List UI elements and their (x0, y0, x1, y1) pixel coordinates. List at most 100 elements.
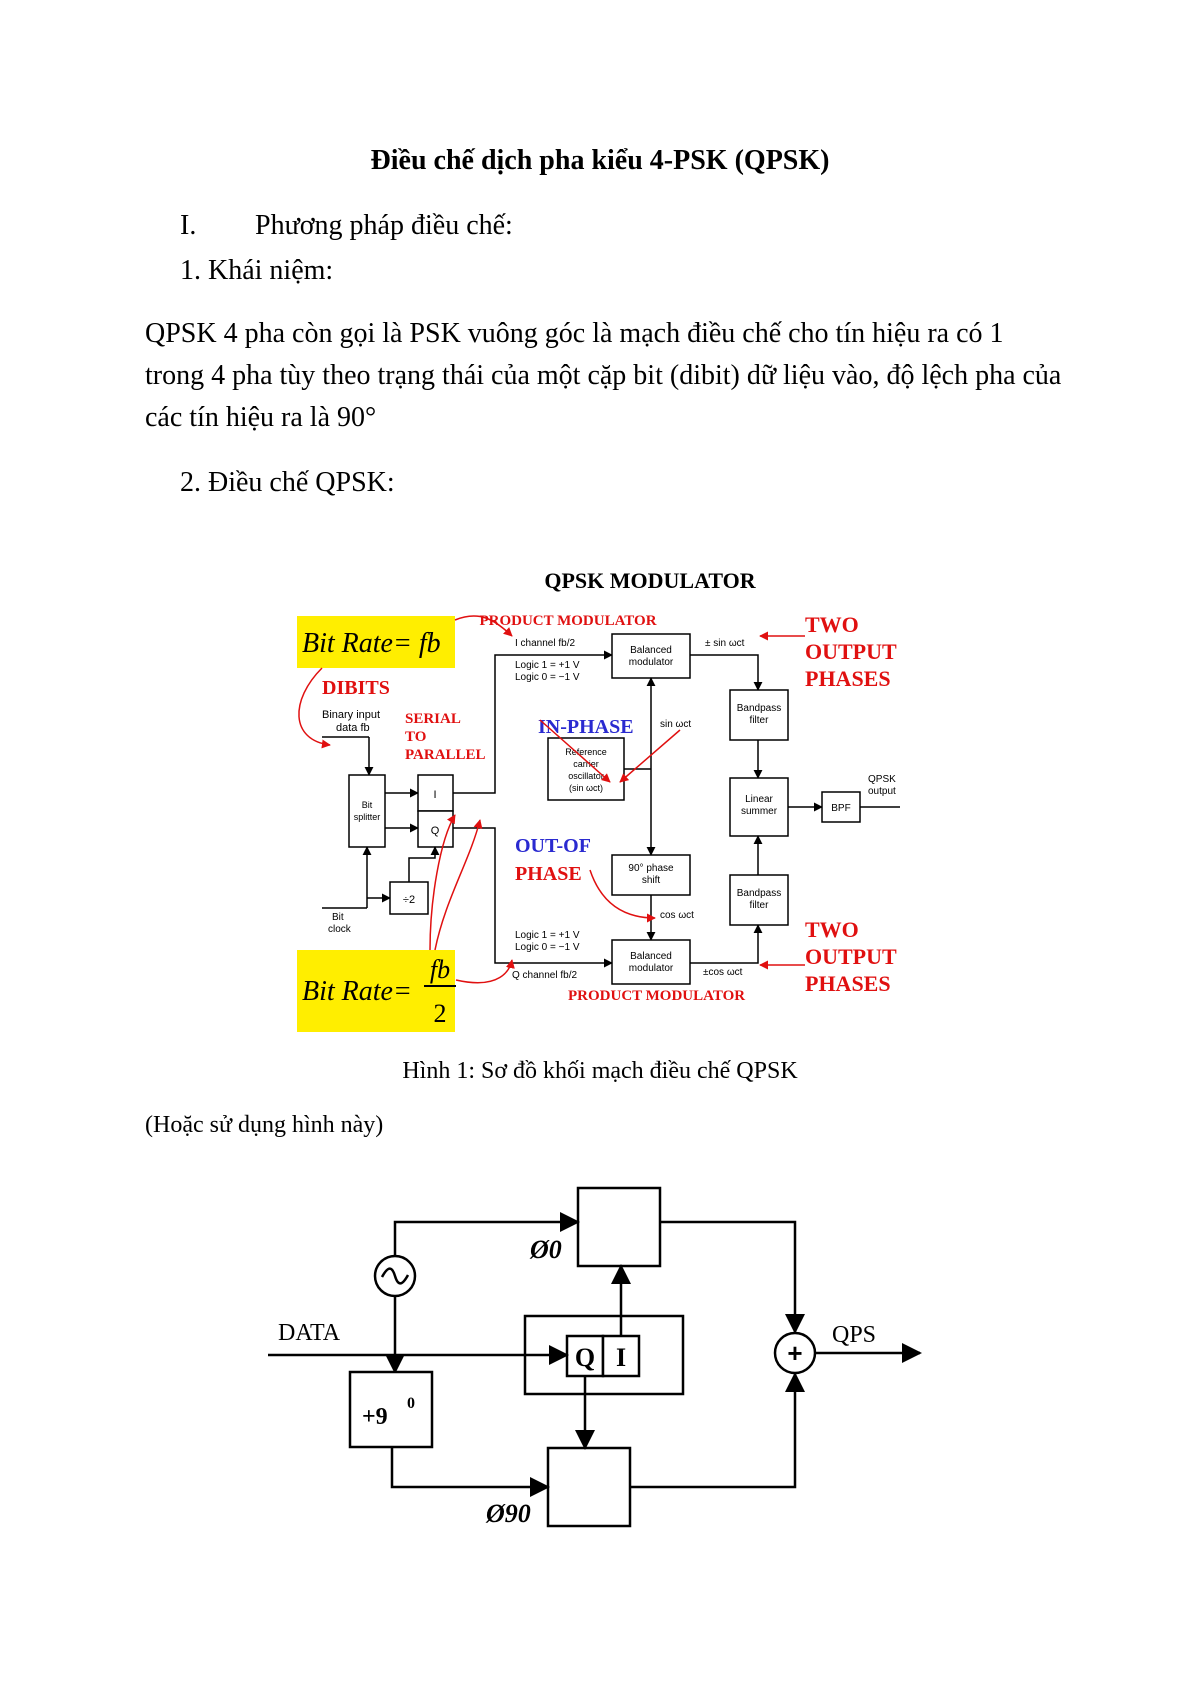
cos-pm-label: ±cos ωct (703, 967, 743, 978)
balanced-modulator-q-label-2: modulator (629, 963, 674, 974)
out-of-phase-label: OUT-OF (515, 835, 591, 857)
two-output-phases-bottom-3: PHASES (805, 971, 891, 996)
bitrate-top-label: Bit Rate= fb (302, 628, 441, 659)
qps-label: QPS (832, 1322, 876, 1348)
subheading-concept: 1. Khái niệm: (180, 255, 334, 286)
product-modulator-top-label: PRODUCT MODULATOR (479, 613, 656, 629)
balanced-modulator-i-label-2: modulator (629, 657, 674, 668)
parallel-label: PARALLEL (405, 747, 486, 763)
red-arrow-bitrate-q (434, 819, 483, 951)
page-title: Điều chế dịch pha kiểu 4-PSK (QPSK) (370, 145, 830, 176)
out-of-text: OUT-OF (515, 835, 591, 857)
output-bpf-block (821, 791, 861, 823)
qpsk-output-label: QPSK (868, 774, 896, 785)
to-label: TO (405, 729, 426, 745)
two-output-phases-bottom-2: OUTPUT (805, 944, 897, 969)
section-title: Phương pháp điều chế: (255, 210, 513, 241)
reference-oscillator-block (547, 737, 625, 801)
two-output-phases-top-2: OUTPUT (805, 639, 897, 664)
div-to-latches (408, 846, 440, 882)
balanced-modulator-q-label: Balanced (630, 951, 672, 962)
ref-osc-label-4: (sin ωct) (569, 783, 603, 793)
bitrate-top-highlight (297, 616, 455, 668)
bitrate-bottom-highlight (297, 950, 455, 1032)
figure-caption: Hình 1: Sơ đồ khối mạch điều chế QPSK (402, 1058, 798, 1084)
bandpass-top-label-2: filter (750, 715, 770, 726)
top-to-summer-line (660, 1220, 805, 1334)
red-arrow-outofphase (589, 869, 656, 923)
bitrate-bottom-numerator: fb (430, 955, 450, 984)
ref-osc-label-2: carrier (573, 759, 599, 769)
balanced-modulator-i-label: Balanced (630, 645, 672, 656)
phi0-label: Ø0 (529, 1235, 562, 1264)
bandpass-filter-top-block (729, 689, 789, 741)
sin-pm-label: ± sin ωct (705, 638, 745, 649)
product-modulator-bottom-label: PRODUCT MODULATOR (568, 988, 745, 1004)
logic1-top: Logic 1 = +1 V (515, 660, 580, 671)
red-arrow-qchannel (455, 959, 515, 984)
summer-plus: + (787, 1338, 802, 1368)
bitrate-bottom-label: Bit Rate= (302, 976, 412, 1007)
bitrate-bottom-denominator: 2 (434, 999, 447, 1028)
bit-clock-label-2: clock (328, 924, 352, 935)
in-phase-label: IN-PHASE (538, 716, 634, 738)
q-channel-label: Q channel fb/2 (512, 970, 577, 981)
two-output-phases-top-3: PHASES (805, 666, 891, 691)
phase-label: PHASE (515, 863, 582, 885)
modulator-bottom-block (546, 1446, 632, 1528)
q-latch-label: Q (431, 825, 440, 837)
modulator-top-block (576, 1186, 662, 1268)
bandpass-top-label: Bandpass (737, 703, 781, 714)
balanced-modulator-i-block (611, 633, 691, 679)
red-arrow-ichannel (454, 615, 513, 637)
paragraph: QPSK 4 pha còn gọi là PSK vuông góc là m… (145, 318, 1062, 433)
phase-shift-label-2: shift (642, 875, 661, 886)
balanced-modulator-q-block (611, 939, 691, 985)
bandpass-bottom-label-2: filter (750, 900, 770, 911)
two-output-phases-bottom-1: TWO (805, 917, 859, 942)
bandpass-bottom-label: Bandpass (737, 888, 781, 899)
sine-wave-icon (380, 1267, 410, 1285)
i-channel-line (453, 650, 613, 794)
plus90-sup: 0 (407, 1395, 415, 1412)
phase-shift-label: 90° phase (628, 863, 674, 874)
serial-label: SERIAL (405, 711, 461, 727)
red-arrow-inphase (539, 719, 611, 783)
output-bpf-label: BPF (831, 803, 850, 814)
bottom-to-summer-line (630, 1372, 805, 1489)
linear-summer-block (729, 777, 789, 837)
bm-i-to-bpf (690, 654, 763, 691)
sin-wct-label: sin ωct (660, 719, 691, 730)
red-arrow-bitrate-i (429, 814, 456, 951)
i-label: I (616, 1343, 626, 1372)
logic1-bottom: Logic 1 = +1 V (515, 930, 580, 941)
phi90-label: Ø90 (485, 1499, 531, 1528)
red-arrow-dibits (298, 667, 331, 749)
binary-input-label: Binary input (322, 709, 380, 721)
i-latch-label: I (433, 789, 436, 801)
linear-summer-label: Linear (745, 794, 773, 805)
dibits-label: DIBITS (322, 677, 390, 699)
bm-q-to-bpf (690, 924, 763, 964)
logic0-bottom: Logic 0 = −1 V (515, 942, 580, 953)
divide-by-2-label: ÷2 (403, 894, 415, 906)
section-heading: I.Phương pháp điều chế: (180, 210, 513, 242)
fig1-title: QPSK MODULATOR (544, 568, 756, 593)
data-label: DATA (278, 1320, 341, 1346)
bandpass-filter-bottom-block (729, 874, 789, 926)
red-annotations (298, 615, 805, 984)
red-arrow-sin-to-osc (619, 729, 681, 783)
two-output-phases-top-1: TWO (805, 612, 859, 637)
ref-osc-label-3: oscillator (568, 771, 604, 781)
q-label: Q (575, 1343, 595, 1372)
linear-summer-label-2: summer (741, 806, 778, 817)
osc-to-top-line (393, 1212, 580, 1256)
qpsk-output-label-2: output (868, 786, 896, 797)
subheading-qpsk: 2. Điều chế QPSK: (180, 467, 395, 498)
i-latch-block (417, 774, 454, 812)
cos-wct-label: cos ωct (660, 910, 694, 921)
binary-input-label-2: data fb (336, 722, 370, 734)
bit-clock-label: Bit (332, 912, 344, 923)
